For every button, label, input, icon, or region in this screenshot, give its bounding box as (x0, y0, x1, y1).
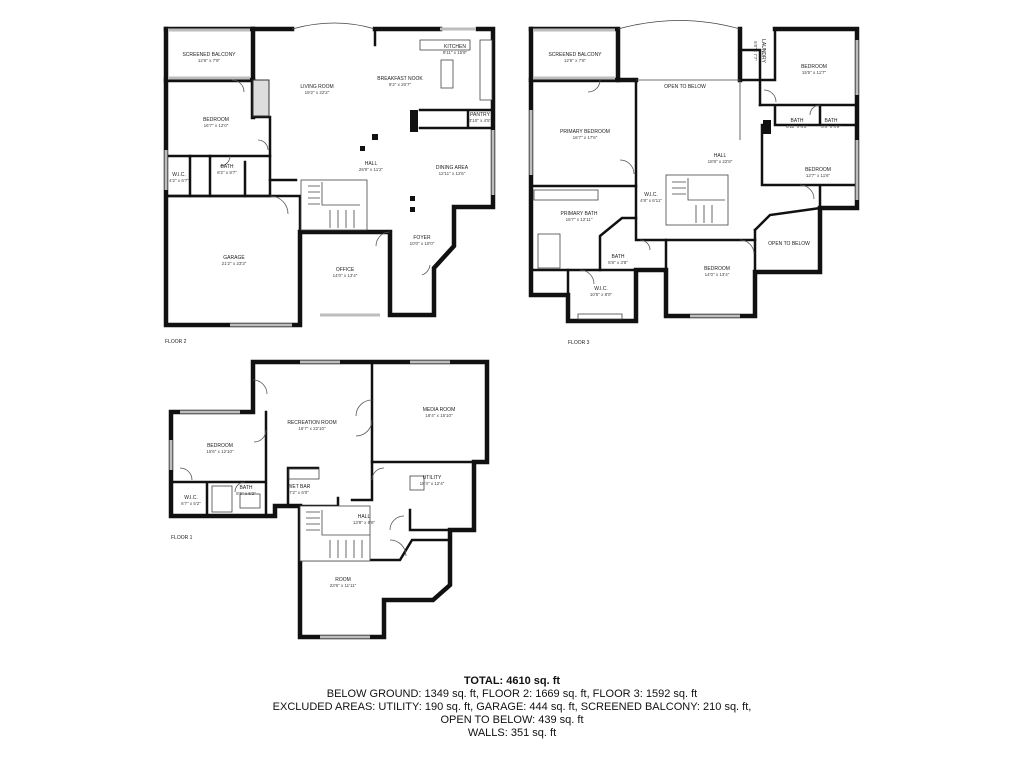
room-name: BEDROOM (704, 266, 730, 272)
room-dimension: 16'7" x 12'0" (204, 123, 229, 128)
total-area: TOTAL: 4610 sq. ft (463, 675, 561, 687)
room-name: HALL (365, 161, 378, 167)
excluded-areas: EXCLUDED AREAS: UTILITY: 190 sq. ft, GAR… (272, 701, 752, 713)
floor-3-labels: SCREENED BALCONY 12'6" x 7'8" OPEN TO BE… (548, 39, 841, 297)
room-name: WET BAR (288, 484, 311, 490)
room-name: HALL (358, 514, 371, 520)
room-dimension: 14'0" x 13'4" (333, 273, 358, 278)
room-dimension: 19'2" x 22'2" (305, 90, 330, 95)
room-name: UTILITY (423, 475, 442, 481)
floor-label: FLOOR 3 (568, 340, 590, 346)
room-dimension: 10'5" x 8'0" (590, 292, 613, 297)
room-name: W.I.C. (172, 172, 186, 178)
room-name: MEDIA ROOM (423, 407, 456, 413)
room-name: BATH (221, 164, 234, 170)
room-name: W.I.C. (594, 286, 608, 292)
room-dimension: 12'6" x 7'8" (564, 58, 587, 63)
room-name: SCREENED BALCONY (182, 52, 236, 58)
room-dimension: 9'2" x 20'7" (389, 82, 412, 87)
room-dimension: 3'10" x 4'5" (469, 118, 492, 123)
floor-2-labels: SCREENED BALCONY 12'6" x 7'9" BEDROOM 16… (169, 44, 491, 278)
floor-1-plan: RECREATION ROOM 16'7" x 22'10" MEDIA ROO… (168, 359, 490, 640)
room-name: HALL (714, 153, 727, 159)
room-dimension: 18'8" x 22'8" (708, 159, 733, 164)
room-dimension: 5'8" x 7'7" (753, 41, 758, 61)
room-dimension: 9'11" x 15'9" (443, 50, 468, 55)
room-name: DINING AREA (436, 165, 469, 171)
room-name: FOYER (413, 235, 431, 241)
excluded-areas-continued: OPEN TO BELOW: 439 sq. ft (440, 714, 584, 726)
room-name: PANTRY (470, 112, 490, 118)
room-name: KITCHEN (444, 44, 466, 50)
room-name: BEDROOM (801, 64, 827, 70)
room-dimension: 5'5" x 4'9" (821, 124, 841, 129)
room-dimension: 21'2" x 23'3" (222, 261, 247, 266)
room-dimension: 12'11" x 12'6" (439, 171, 466, 176)
room-name: BREAKFAST NOOK (377, 76, 423, 82)
room-name: OFFICE (336, 267, 355, 273)
room-dimension: 26'9" x 11'2" (359, 167, 384, 172)
room-dimension: 23'6" x 11'11" (330, 583, 357, 588)
room-dimension: 7'2" x 6'0" (289, 490, 309, 495)
area-summary: TOTAL: 4610 sq. ft BELOW GROUND: 1349 sq… (212, 675, 812, 740)
room-dimension: 4'2" x 6'7" (169, 178, 189, 183)
floor-label: FLOOR 2 (165, 339, 187, 345)
room-name: OPEN TO BELOW (768, 241, 810, 247)
room-name: BATH (825, 118, 838, 124)
room-dimension: 5'8" x 3'8" (608, 260, 628, 265)
room-name: W.I.C. (184, 495, 198, 501)
room-dimension: 16'7" x 17'6" (573, 135, 598, 140)
room-dimension: 8'2" x 8'7" (217, 170, 237, 175)
room-dimension: 13'8" x 8'6" (353, 520, 376, 525)
room-name: W.I.C. (644, 192, 658, 198)
floor-areas: BELOW GROUND: 1349 sq. ft, FLOOR 2: 1669… (326, 688, 698, 700)
room-dimension: 15'5" x 11'7" (802, 70, 827, 75)
room-name: RECREATION ROOM (287, 420, 336, 426)
room-name: SCREENED BALCONY (548, 52, 602, 58)
floor-3-plan: SCREENED BALCONY 12'6" x 7'8" OPEN TO BE… (528, 20, 860, 346)
room-dimension: 18'4" x 15'10" (425, 413, 453, 418)
room-name: BATH (240, 485, 253, 491)
room-name: PRIMARY BATH (561, 211, 598, 217)
room-dimension: 6'11" x 4'5" (786, 124, 808, 129)
room-name: BEDROOM (203, 117, 229, 123)
floor-1-labels: RECREATION ROOM 16'7" x 22'10" MEDIA ROO… (181, 407, 455, 588)
room-dimension: 18'4" x 12'4" (420, 481, 445, 486)
room-name: BATH (791, 118, 804, 124)
room-name: ROOM (335, 577, 351, 583)
room-dimension: 8'6" x 5'2" (236, 491, 256, 496)
room-name: PRIMARY BEDROOM (560, 129, 610, 135)
room-dimension: 10'0" x 10'0" (410, 241, 435, 246)
room-name: OPEN TO BELOW (664, 84, 706, 90)
floor-label: FLOOR 1 (171, 535, 193, 541)
room-name: BEDROOM (207, 443, 233, 449)
room-dimension: 14'0" x 13'4" (705, 272, 730, 277)
room-dimension: 12'7" x 11'6" (806, 173, 831, 178)
room-dimension: 16'7" x 12'11" (566, 217, 593, 222)
room-name: GARAGE (223, 255, 245, 261)
room-dimension: 15'6" x 12'10" (206, 449, 234, 454)
room-name: LIVING ROOM (300, 84, 333, 90)
floor-2-plan: SCREENED BALCONY 12'6" x 7'9" BEDROOM 16… (163, 22, 496, 345)
room-name: LAUNDRY (760, 39, 766, 63)
room-dimension: 6'7" x 5'2" (181, 501, 201, 506)
room-name: BEDROOM (805, 167, 831, 173)
room-name: BATH (612, 254, 625, 260)
room-dimension: 16'7" x 22'10" (298, 426, 326, 431)
room-dimension: 4'8" x 6'11" (640, 198, 662, 203)
walls-area: WALLS: 351 sq. ft (467, 727, 557, 739)
room-dimension: 12'6" x 7'9" (198, 58, 221, 63)
